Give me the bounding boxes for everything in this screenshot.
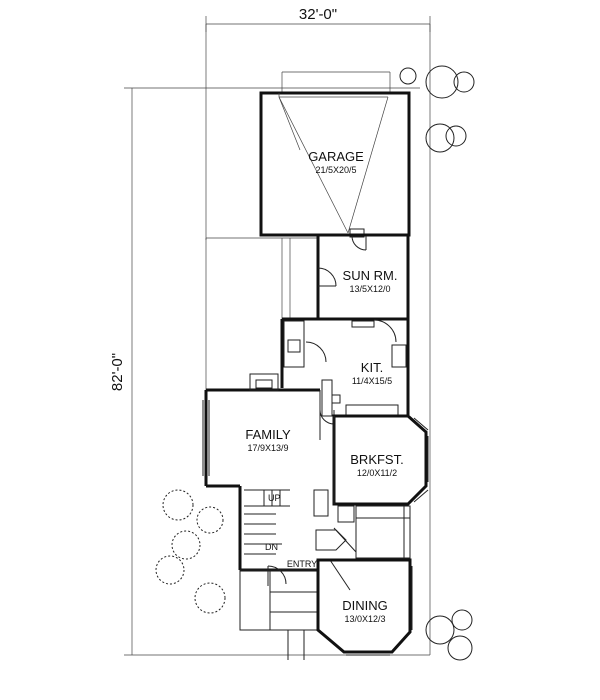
entry-label: ENTRY: [287, 559, 317, 569]
garage: GARAGE 21/5X20/5: [259, 91, 411, 238]
stairs-hall: UP DN: [238, 486, 357, 570]
dining-name: DINING: [342, 598, 388, 613]
kitchen: KIT. 11/4X15/5: [280, 317, 410, 425]
sunroom: SUN RM. 13/5X12/0: [316, 233, 410, 321]
sunroom-name: SUN RM.: [343, 268, 398, 283]
sunroom-size: 13/5X12/0: [349, 284, 390, 294]
kitchen-size: 11/4X15/5: [352, 376, 392, 386]
tree-icon: [425, 609, 473, 661]
width-label: 32'-0": [299, 6, 337, 23]
width-dimension: 32'-0": [205, 6, 431, 655]
driveway: [281, 71, 391, 92]
breakfast: BRKFST. 12/0X11/2: [332, 414, 429, 506]
breakfast-size: 12/0X11/2: [357, 468, 397, 478]
stairs-down-label: DN: [265, 542, 278, 552]
dining: DINING 13/0X12/3: [316, 558, 413, 656]
front-porch: [239, 569, 319, 660]
family-room: FAMILY 17/9X13/9: [202, 373, 321, 488]
kitchen-name: KIT.: [361, 360, 383, 375]
closet: [355, 505, 411, 559]
family-size: 17/9X13/9: [247, 443, 288, 453]
entry: ENTRY: [240, 559, 351, 591]
shrub-icon: [155, 489, 226, 614]
garage-size: 21/5X20/5: [315, 165, 356, 175]
stairs-up-label: UP: [268, 493, 281, 503]
dining-size: 13/0X12/3: [344, 614, 385, 624]
depth-label: 82'-0": [109, 353, 126, 391]
garage-name: GARAGE: [308, 149, 364, 164]
breakfast-name: BRKFST.: [350, 452, 403, 467]
family-name: FAMILY: [245, 427, 291, 442]
side-yard: [205, 237, 318, 390]
depth-dimension: 82'-0": [109, 87, 430, 656]
tree-icon: [399, 65, 475, 153]
